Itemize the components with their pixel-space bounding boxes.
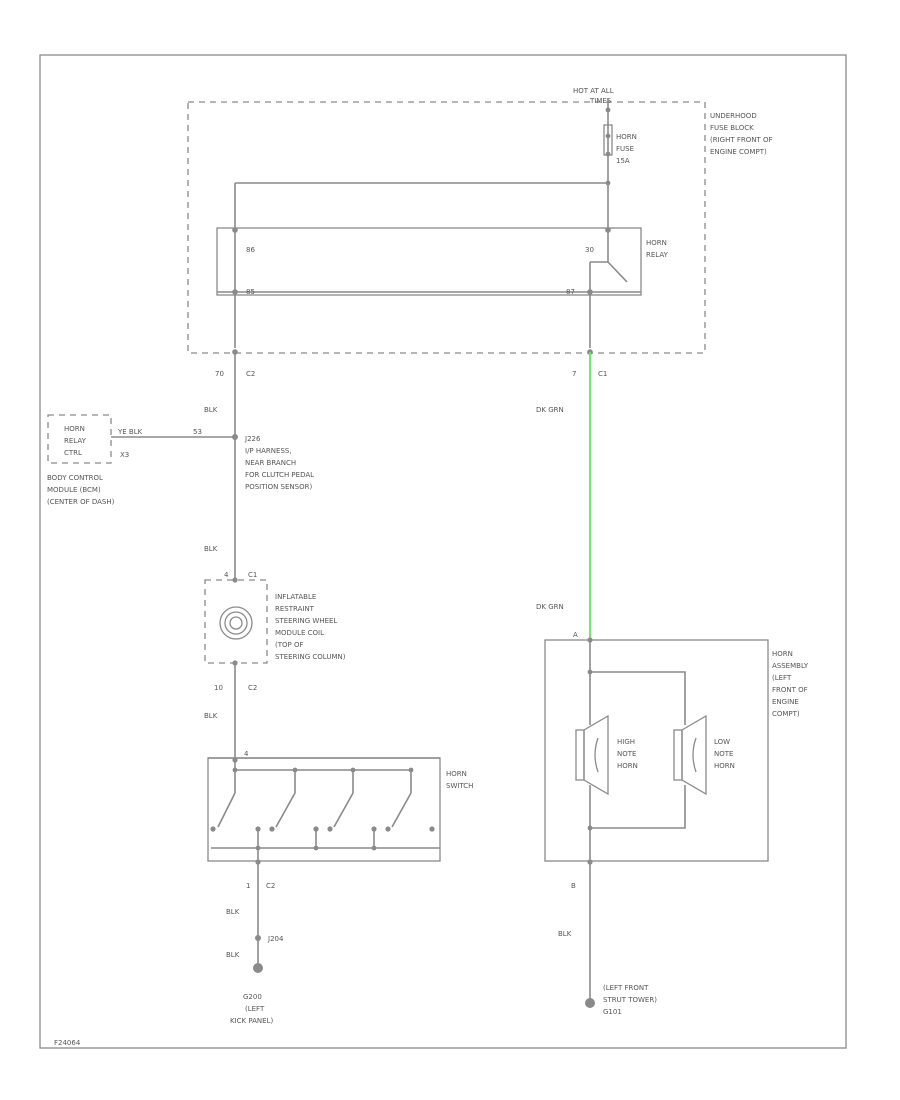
horn-switch: 4 HORN SWITCH bbox=[207, 750, 473, 865]
bcm-name-2: MODULE (BCM) bbox=[47, 486, 101, 494]
horn-switch-conn-bottom: C2 bbox=[266, 882, 275, 890]
underhood-fuse-block: HOT AT ALL TIMES UNDERHOOD FUSE BLOCK (R… bbox=[187, 87, 773, 378]
horn-switch-name-1: HORN bbox=[446, 770, 467, 778]
bcm-box-2: RELAY bbox=[64, 437, 87, 445]
bcm-pin: 53 bbox=[193, 428, 202, 436]
bcm-box bbox=[47, 414, 112, 464]
clockspring-coil-box bbox=[204, 579, 268, 664]
relay-pin-87: 87 bbox=[566, 288, 575, 296]
right-circuit: DK GRN DK GRN A HORN ASSEMBLY (LEFT FRON… bbox=[536, 352, 809, 1016]
bcm-name-1: BODY CONTROL bbox=[47, 474, 103, 482]
ground-right-name-1: (LEFT FRONT bbox=[603, 984, 649, 992]
wire-blk-6: BLK bbox=[558, 930, 572, 938]
coil-name-5: (TOP OF bbox=[275, 641, 304, 649]
low-horn-label-2: NOTE bbox=[714, 750, 733, 758]
left-circuit: BLK HORN RELAY CTRL YE BLK 53 X3 BODY CO… bbox=[47, 352, 473, 1025]
wire-blk-5: BLK bbox=[226, 951, 240, 959]
conn-right-pin: 7 bbox=[572, 370, 576, 378]
high-horn-label-2: NOTE bbox=[617, 750, 636, 758]
fuse-block-name-2: FUSE BLOCK bbox=[710, 124, 754, 132]
splice-name-3: NEAR BRANCH bbox=[245, 459, 296, 467]
ground-left-name-1: G200 bbox=[243, 993, 262, 1001]
bcm-box-1: HORN bbox=[64, 425, 85, 433]
horn-assembly-name-4: FRONT OF bbox=[772, 686, 808, 694]
coil-pin-top: 4 bbox=[224, 571, 229, 579]
horn-fuse-label-2: FUSE bbox=[616, 145, 634, 153]
horn-relay-label-1: HORN bbox=[646, 239, 667, 247]
ground-right-name-3: G101 bbox=[603, 1008, 622, 1016]
bcm-wire-color: YE BLK bbox=[117, 428, 143, 436]
conn-left-pin: 70 bbox=[215, 370, 224, 378]
horn-assembly-name-3: (LEFT bbox=[772, 674, 792, 682]
horn-assembly-name-6: COMPT) bbox=[772, 710, 800, 718]
clockspring-coil-symbol bbox=[219, 606, 253, 640]
diagram-frame bbox=[39, 54, 847, 1049]
coil-name-3: STEERING WHEEL bbox=[275, 617, 337, 625]
coil-name-6: STEERING COLUMN) bbox=[275, 653, 346, 661]
coil-name-1: INFLATABLE bbox=[275, 593, 316, 601]
low-horn-label-3: HORN bbox=[714, 762, 735, 770]
bcm-conn: X3 bbox=[120, 451, 129, 459]
conn-left-id: C2 bbox=[246, 370, 255, 378]
splice-name-5: POSITION SENSOR) bbox=[245, 483, 312, 491]
ground-g200-symbol bbox=[253, 963, 263, 973]
ground-g101-symbol bbox=[585, 998, 595, 1008]
conn-right-id: C1 bbox=[598, 370, 607, 378]
coil-pin-bottom: 10 bbox=[214, 684, 223, 692]
horn-fuse-label-1: HORN bbox=[616, 133, 637, 141]
horn-switch-pin-bottom: 1 bbox=[246, 882, 250, 890]
relay-pin-86: 86 bbox=[246, 246, 255, 254]
times-label: TIMES bbox=[589, 97, 612, 105]
low-horn-label-1: LOW bbox=[714, 738, 730, 746]
horn-relay-box bbox=[216, 227, 642, 296]
horn-assembly-name-5: ENGINE bbox=[772, 698, 799, 706]
relay-pin-85: 85 bbox=[246, 288, 255, 296]
splice-name-2: I/P HARNESS, bbox=[245, 447, 292, 455]
coil-name-2: RESTRAINT bbox=[275, 605, 315, 613]
horn-assembly: A HORN ASSEMBLY (LEFT FRONT OF ENGINE CO… bbox=[544, 631, 809, 865]
wire-dkgrn-1: DK GRN bbox=[536, 406, 564, 414]
horn-relay-label-2: RELAY bbox=[646, 251, 669, 259]
horn-assembly-box bbox=[544, 639, 769, 862]
fuse-block-name-1: UNDERHOOD bbox=[710, 112, 757, 120]
high-horn-label-3: HORN bbox=[617, 762, 638, 770]
relay-contact bbox=[607, 261, 628, 283]
wire-blk-4: BLK bbox=[226, 908, 240, 916]
horn-assembly-name-2: ASSEMBLY bbox=[772, 662, 809, 670]
ground-left-name-3: KICK PANEL) bbox=[230, 1017, 273, 1025]
wire-dkgrn-2: DK GRN bbox=[536, 603, 564, 611]
fuse-block-name-3: (RIGHT FRONT OF bbox=[710, 136, 773, 144]
horn-assembly-pin-bottom: B bbox=[571, 882, 576, 890]
horn-assembly-name-1: HORN bbox=[772, 650, 793, 658]
hot-at-all-label: HOT AT ALL bbox=[573, 87, 614, 95]
fuse-block-name-4: ENGINE COMPT) bbox=[710, 148, 767, 156]
ground-left-splice: J204 bbox=[267, 935, 284, 943]
splice-name-1: J226 bbox=[244, 435, 261, 443]
fuse-block-outline bbox=[187, 101, 706, 354]
horn-switch-box bbox=[207, 757, 441, 862]
ground-right-name-2: STRUT TOWER) bbox=[603, 996, 657, 1004]
relay-pin-30: 30 bbox=[585, 246, 594, 254]
horn-assembly-pin-top: A bbox=[573, 631, 578, 639]
wire-blk-3: BLK bbox=[204, 712, 218, 720]
high-note-horn: HIGH NOTE HORN bbox=[570, 714, 638, 796]
high-horn-label-1: HIGH bbox=[617, 738, 635, 746]
coil-conn-top: C1 bbox=[248, 571, 257, 579]
wire-blk-1: BLK bbox=[204, 406, 218, 414]
horn-switch-name-2: SWITCH bbox=[446, 782, 473, 790]
bcm-box-3: CTRL bbox=[64, 449, 82, 457]
splice-name-4: FOR CLUTCH PEDAL bbox=[245, 471, 314, 479]
coil-name-4: MODULE COIL bbox=[275, 629, 324, 637]
ground-left-name-2: (LEFT bbox=[245, 1005, 265, 1013]
wire-blk-2: BLK bbox=[204, 545, 218, 553]
horn-switch-pin-top: 4 bbox=[244, 750, 249, 758]
footer-code: F24064 bbox=[54, 1039, 81, 1047]
coil-conn-bottom: C2 bbox=[248, 684, 257, 692]
low-note-horn: LOW NOTE HORN bbox=[668, 714, 735, 796]
bcm-name-3: (CENTER OF DASH) bbox=[47, 498, 115, 506]
horn-fuse-label-3: 15A bbox=[616, 157, 630, 165]
